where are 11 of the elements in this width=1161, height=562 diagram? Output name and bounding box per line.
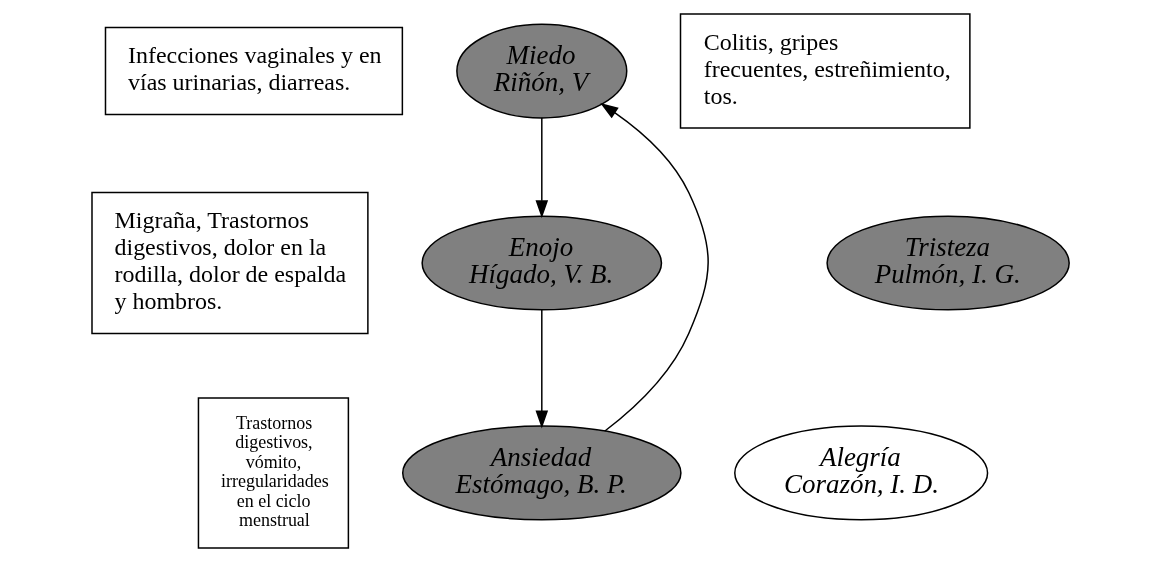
node-box: Colitis, gripes frecuentes, estreñimiento, tos. [679,13,971,129]
node-box: Migraña, Trastornos digestivos, dolor en la rodilla, dolor de espalda y hombros. [91,191,369,335]
arrow [600,103,709,432]
arrow [535,117,549,219]
node-ellipse: Enojo Hígado, V. B. [421,215,663,311]
node-ellipse: Ansiedad Estómago, B. P. [402,425,682,521]
arrow [535,309,549,429]
node-ellipse: Tristeza Pulmón, I. G. [826,215,1070,311]
node-box: Infecciones vaginales y en vías urinarias, diarreas. [104,26,404,116]
node-ellipse: Alegría Corazón, I. D. [734,425,989,521]
node-box: Trastornos digestivos, vómito, irregularidades en el ciclo menstrual [197,397,350,549]
